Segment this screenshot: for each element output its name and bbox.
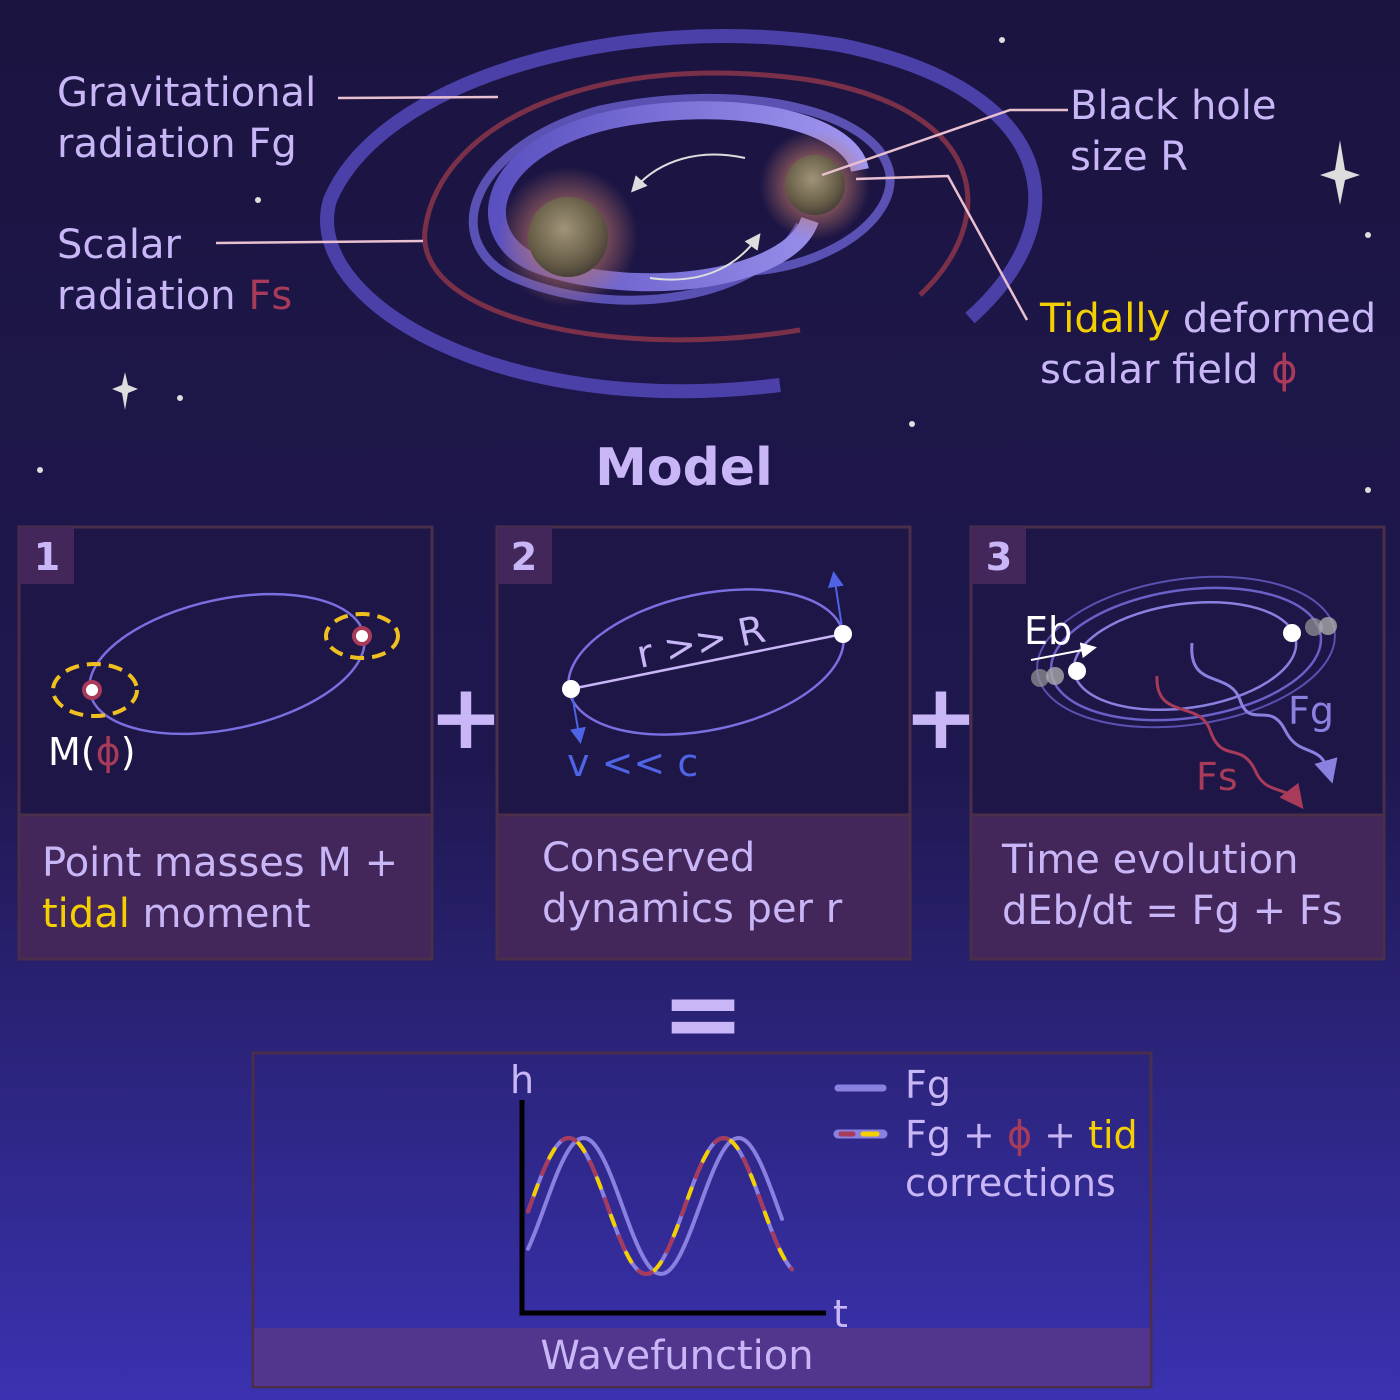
orbit-arrow-icon [631, 153, 746, 193]
waveform-plot [526, 1135, 794, 1277]
mass-label: M(ϕ) [48, 730, 136, 774]
plus-operator: + [428, 665, 503, 770]
star-sparkle-icon [1320, 140, 1360, 205]
panel-caption-2: tidal moment [42, 891, 311, 937]
eb-label: Eb [1024, 609, 1072, 653]
wave-corrected-tidal-dash [526, 1135, 794, 1277]
panel-caption-2: dynamics per r [542, 886, 843, 932]
panel-caption: Time evolution [1001, 837, 1298, 883]
black-hole-1 [528, 197, 608, 277]
plus-operator: + [903, 665, 978, 770]
legend-label-corrected: Fg + ϕ + tid [905, 1113, 1138, 1157]
orbit-arrow-icon [649, 233, 761, 281]
separation-line [570, 632, 844, 691]
velocity-arrow-icon [827, 571, 844, 635]
plot-axes [519, 1100, 826, 1316]
model-title: Model [595, 438, 773, 498]
tidal-label-2: scalar field ϕ [1040, 347, 1298, 393]
legend-label-corrected-2: corrections [905, 1161, 1116, 1205]
point-mass [562, 680, 580, 698]
grav-radiation-label-2: radiation Fg [57, 121, 297, 167]
panel-3: 3 Eb Fg Fs Time evolution dEb/dt = Fg + … [969, 525, 1386, 961]
point-mass [352, 626, 372, 646]
panel-number: 3 [986, 535, 1012, 579]
panel-caption: Conserved [542, 835, 755, 881]
scalar-wave-arrow-icon [1155, 675, 1304, 810]
grav-wave-arrow-icon [1190, 642, 1338, 784]
scalar-radiation-label: Scalar [57, 222, 182, 268]
grav-radiation-label: Gravitational [57, 70, 316, 116]
velocity-label: v << c [567, 741, 698, 785]
scalar-radiation-label-2: radiation Fs [57, 273, 292, 319]
result-panel: h t Fg Fg + ϕ + tid corrections Wavefunc… [251, 1051, 1153, 1389]
binary-spiral-illustration [215, 29, 1068, 399]
energy-arrow-icon [1030, 642, 1097, 661]
inner-spiral [488, 101, 869, 292]
point-mass [82, 680, 102, 700]
black-hole-2 [785, 155, 845, 215]
panel-1: 1 M(ϕ) Point masses M + tidal moment [17, 525, 434, 961]
scalar-wave [422, 70, 971, 343]
x-axis-label: t [833, 1292, 848, 1336]
tidal-deformation-ring [51, 662, 139, 718]
fs-label: Fs [1196, 755, 1238, 799]
stars [37, 37, 1371, 493]
tidal-deformation-ring [324, 612, 400, 660]
point-mass [834, 625, 852, 643]
panel-number: 1 [34, 535, 60, 579]
panel-caption-2: dEb/dt = Fg + Fs [1002, 888, 1343, 934]
outer-grav-wave [320, 29, 1043, 399]
point-mass [1283, 624, 1301, 642]
black-hole-label: Black hole [1070, 83, 1276, 129]
y-axis-label: h [510, 1058, 534, 1102]
legend-label-fg: Fg [905, 1063, 951, 1107]
star-sparkle-icon [112, 372, 138, 410]
panel-2: 2 r >> R v << c Conserved dynamics per r [495, 525, 912, 961]
point-mass [1068, 662, 1086, 680]
result-caption: Wavefunction [540, 1333, 813, 1379]
tidal-label: Tidally deformed [1039, 296, 1376, 342]
black-hole-label-2: size R [1070, 134, 1188, 180]
panel-caption: Point masses M + [42, 840, 398, 886]
wave-corrected-scalar-dash [526, 1135, 794, 1277]
fg-label: Fg [1288, 689, 1334, 733]
panel-number: 2 [511, 535, 537, 579]
